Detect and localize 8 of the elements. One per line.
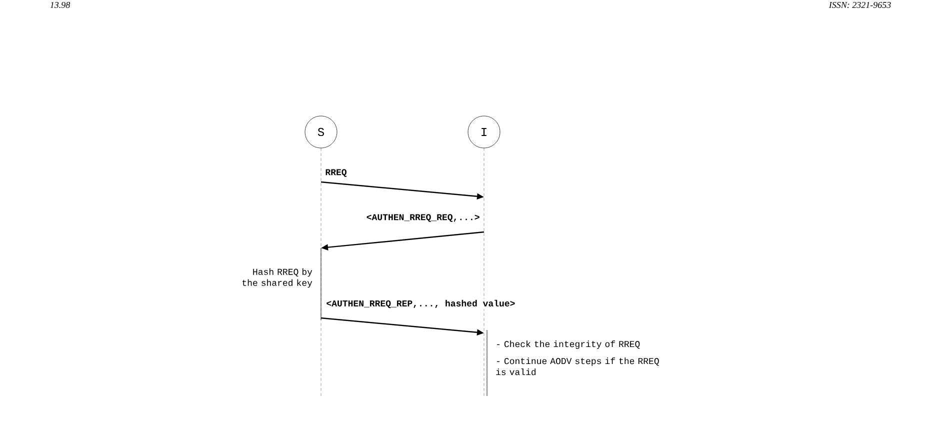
message-label: RREQ bbox=[326, 169, 347, 177]
header-text: 13.98 bbox=[50, 2, 70, 8]
note-text: - Continue AODV steps if the RREQ is valid bbox=[496, 358, 659, 376]
message-label: <AUTHEN_RREQ_REP,..., hashed value> bbox=[326, 300, 515, 308]
note-text: Hash RREQ by the shared key bbox=[242, 268, 312, 288]
header-text: ISSN: 2321-9653 bbox=[828, 2, 891, 8]
note-text: - Check the integrity of RREQ bbox=[497, 340, 640, 349]
message-label: <AUTHEN_RREQ_REQ,...> bbox=[366, 214, 480, 222]
